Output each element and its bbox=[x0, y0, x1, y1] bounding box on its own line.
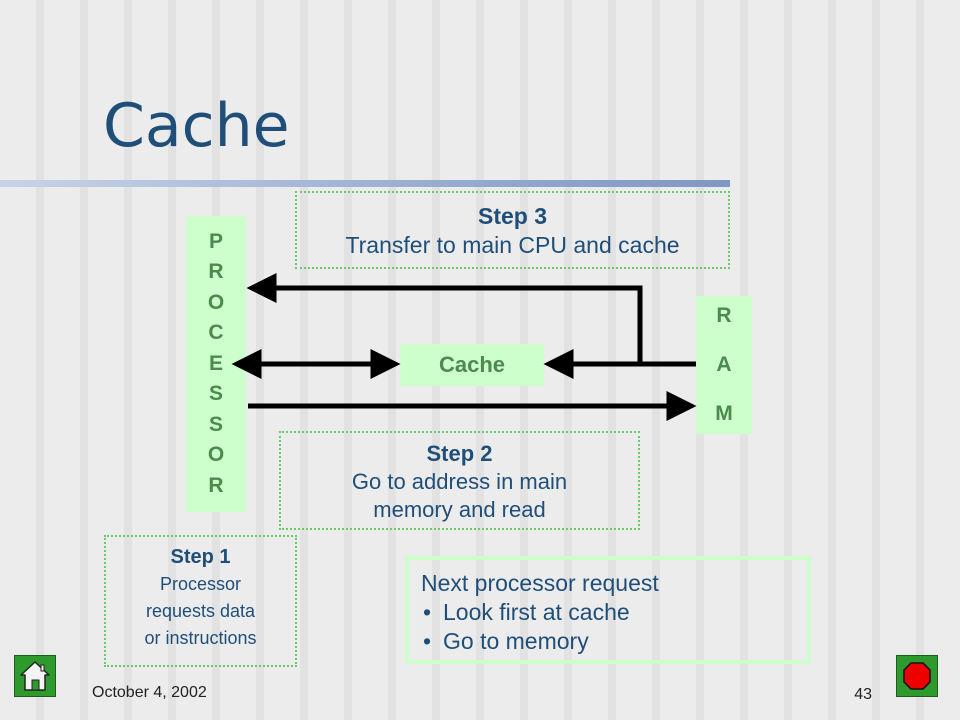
next-request-box: Next processor request •Look first at ca… bbox=[405, 556, 811, 664]
home-button[interactable] bbox=[14, 655, 56, 697]
page-number: 43 bbox=[854, 686, 872, 703]
step3-heading: Step 3 bbox=[477, 203, 548, 229]
cache-label: Cache bbox=[438, 352, 506, 377]
processor-letter: O bbox=[207, 290, 225, 314]
step1-line: requests data bbox=[145, 601, 256, 621]
step2-line: Go to address in main bbox=[351, 469, 568, 494]
slide-title: Cache bbox=[103, 91, 290, 161]
step1-heading: Step 1 bbox=[170, 546, 231, 568]
processor-letter: R bbox=[208, 473, 224, 497]
stop-icon bbox=[903, 662, 931, 690]
title-rule bbox=[0, 180, 730, 187]
step3-text: Transfer to main CPU and cache bbox=[345, 232, 680, 258]
ram-letter: R bbox=[716, 304, 732, 327]
step2-heading: Step 2 bbox=[426, 441, 493, 466]
processor-letter: R bbox=[208, 260, 224, 284]
next-request-bullet: •Look first at cache bbox=[423, 599, 630, 625]
processor-letter: P bbox=[208, 229, 223, 253]
ram-letter: A bbox=[716, 353, 732, 376]
footer-date: October 4, 2002 bbox=[92, 684, 207, 701]
ram-letter: M bbox=[715, 402, 733, 425]
stop-button[interactable] bbox=[896, 655, 938, 697]
ram-box: R A M bbox=[696, 296, 752, 434]
step1-line: Processor bbox=[159, 574, 242, 594]
next-request-heading: Next processor request bbox=[421, 570, 659, 596]
step1-box: Step 1 Processor requests data or instru… bbox=[104, 535, 297, 667]
step2-box: Step 2 Go to address in main memory and … bbox=[279, 431, 640, 530]
next-request-bullet: •Go to memory bbox=[423, 628, 589, 654]
processor-letter: S bbox=[208, 382, 223, 406]
step1-line: or instructions bbox=[144, 628, 257, 648]
step2-line: memory and read bbox=[373, 497, 546, 522]
ram-to-processor-arrow bbox=[246, 273, 643, 364]
processor-letter: C bbox=[208, 321, 224, 345]
processor-letter: S bbox=[208, 412, 223, 436]
processor-letter: O bbox=[207, 443, 225, 467]
processor-letter: E bbox=[208, 351, 223, 375]
cache-box: Cache bbox=[400, 344, 544, 386]
bullet-text: Look first at cache bbox=[443, 599, 630, 625]
home-icon bbox=[20, 661, 50, 691]
step3-box: Step 3 Transfer to main CPU and cache bbox=[295, 191, 730, 269]
bullet-text: Go to memory bbox=[443, 628, 589, 654]
